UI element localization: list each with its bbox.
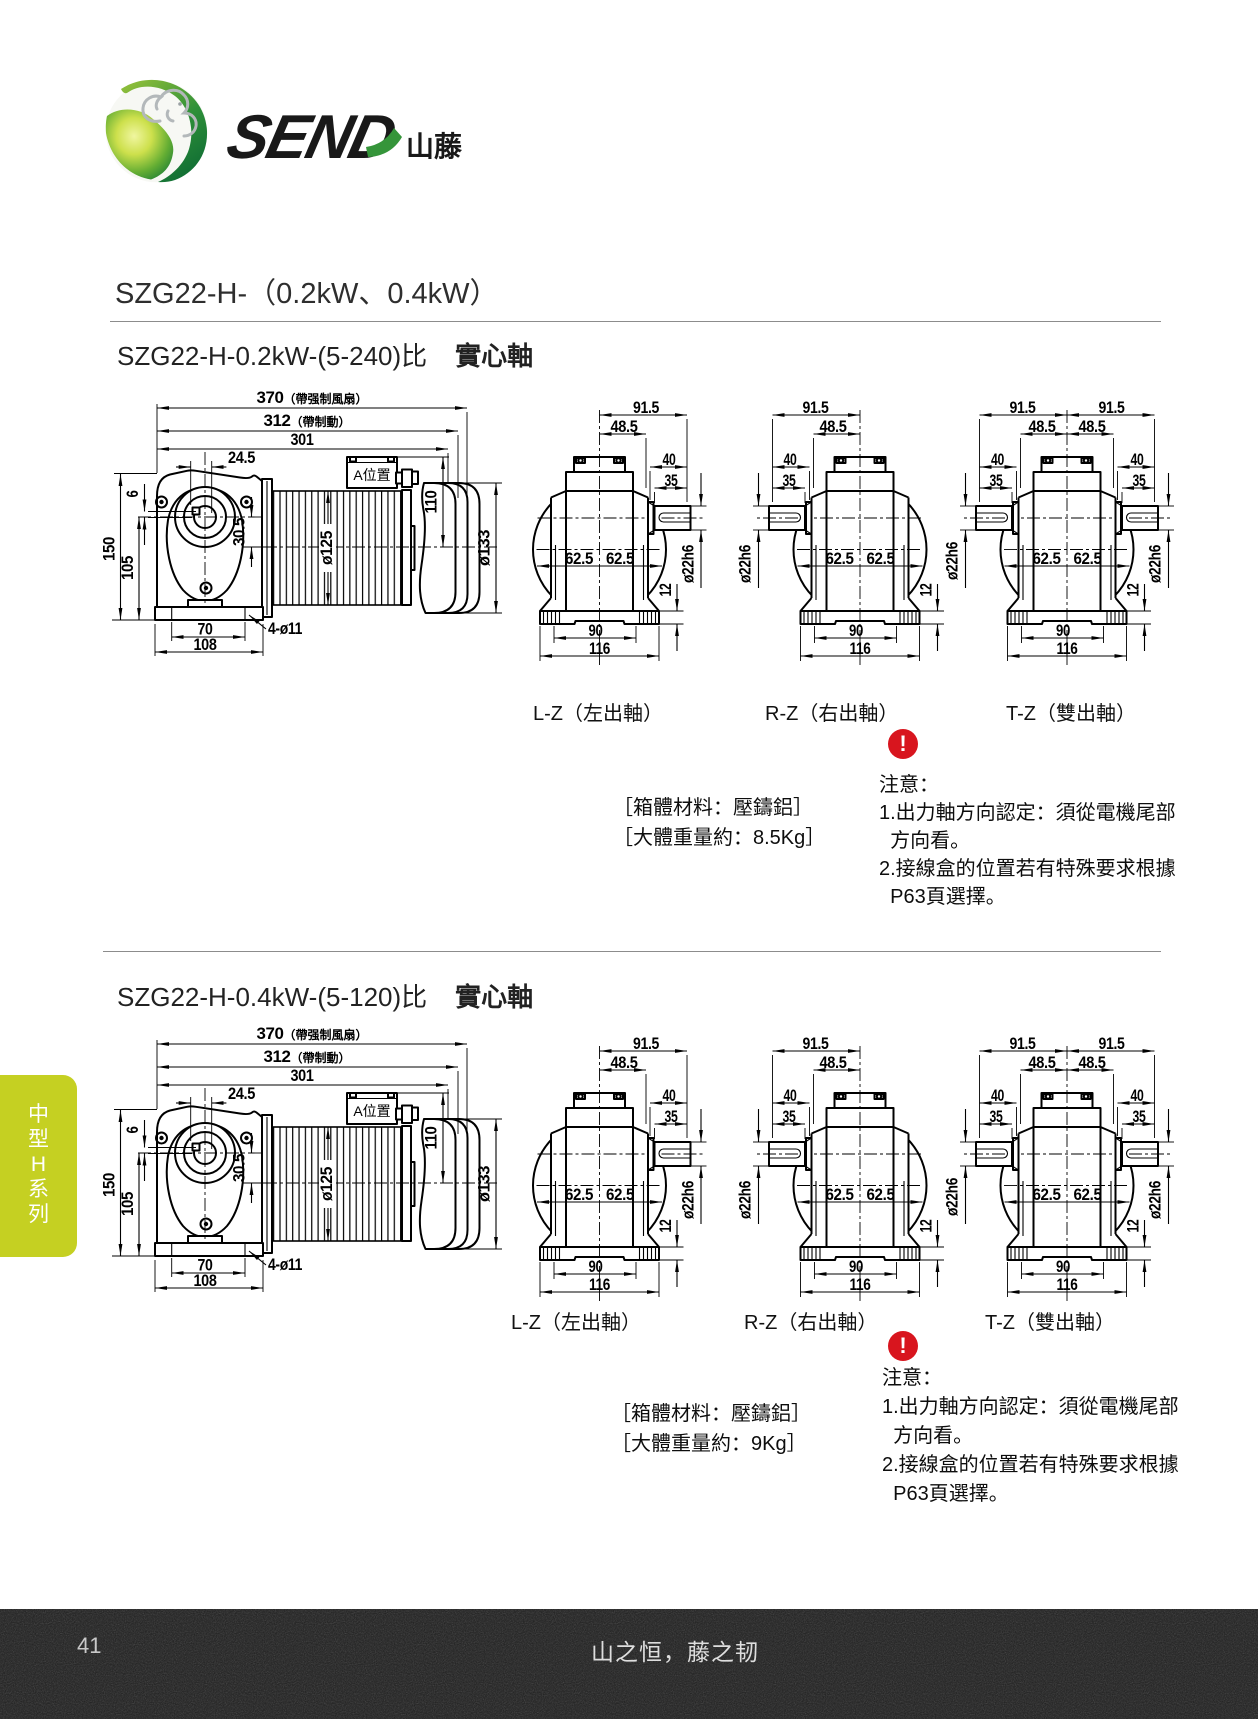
svg-text:SEND: SEND <box>221 103 402 172</box>
svg-text:山藤: 山藤 <box>406 131 463 162</box>
